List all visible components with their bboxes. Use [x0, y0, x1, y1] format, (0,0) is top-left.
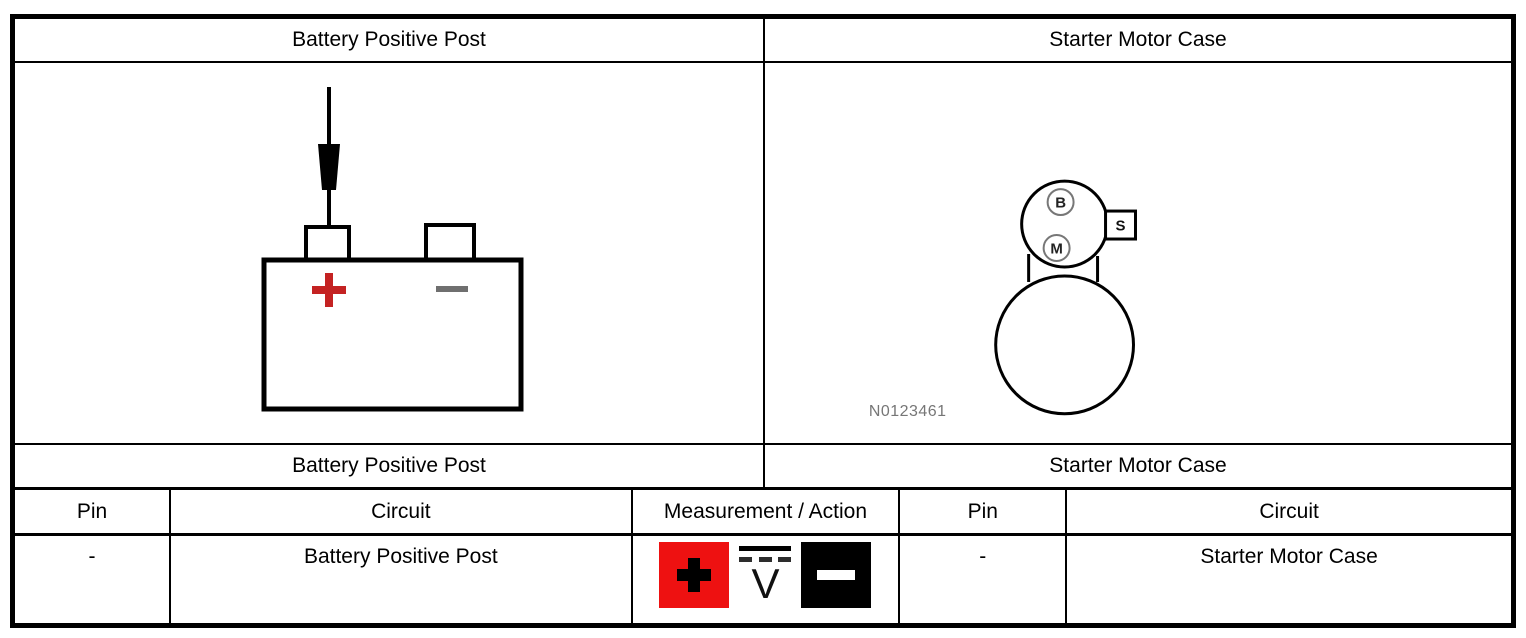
- terminal-m-circle: [1042, 234, 1071, 262]
- measurement-cell: V: [630, 536, 899, 623]
- minus-bar: [817, 570, 856, 580]
- dc-dashed-bar: [739, 557, 792, 562]
- table-header-row: Pin Circuit Measurement / Action Pin Cir…: [15, 490, 1511, 536]
- header-pin-left: Pin: [76, 499, 108, 523]
- battery-diagram-panel: [15, 63, 763, 443]
- header-measurement-action: Measurement / Action: [630, 490, 899, 533]
- battery-plus-symbol: [311, 273, 346, 307]
- top-header-row: Battery Positive Post Starter Motor Case: [15, 19, 1511, 63]
- battery-diagram: [261, 87, 523, 412]
- right-caption-cell: Starter Motor Case: [763, 445, 1511, 487]
- dc-solid-bar: [739, 546, 792, 551]
- left-panel-caption: Battery Positive Post: [292, 454, 486, 477]
- pin-left-value: -: [88, 545, 96, 568]
- measurement-icon-group: V: [659, 542, 872, 608]
- header-circuit-right: Circuit: [1065, 490, 1511, 533]
- left-caption-cell: Battery Positive Post: [15, 445, 763, 487]
- table-data-row: - Battery Positive Post: [15, 536, 1511, 623]
- figure-id: N0123461: [869, 403, 947, 420]
- right-panel-header-cell: Starter Motor Case: [763, 19, 1511, 61]
- test-probe-icon: [317, 144, 340, 190]
- battery-icon: [261, 257, 523, 412]
- starter-diagram-panel: S B M N0123461: [763, 63, 1511, 443]
- pin-right-value: -: [898, 536, 1065, 623]
- left-panel-header: Battery Positive Post: [292, 28, 486, 51]
- voltmeter-letter: V: [751, 560, 780, 607]
- right-panel-caption: Starter Motor Case: [1049, 454, 1227, 477]
- terminal-s-tab: [1104, 209, 1138, 241]
- terminal-s-label: S: [1116, 218, 1126, 235]
- terminal-b-circle: [1046, 188, 1075, 217]
- dc-voltmeter-icon: V: [737, 542, 793, 608]
- plus-vertical-bar: [688, 558, 701, 592]
- left-panel-header-cell: Battery Positive Post: [15, 19, 763, 61]
- circuit-left-value: Battery Positive Post: [169, 536, 631, 623]
- circuit-right-value: Starter Motor Case: [1065, 536, 1511, 623]
- caption-row: Battery Positive Post Starter Motor Case: [15, 443, 1511, 490]
- starter-motor-diagram: S B M N0123461: [869, 179, 1138, 420]
- battery-negative-terminal: [423, 223, 476, 262]
- terminal-b-label: B: [1055, 195, 1066, 212]
- diagram-row: S B M N0123461: [15, 63, 1511, 443]
- negative-probe-icon: [801, 542, 872, 608]
- header-pin-right: Pin: [898, 490, 1065, 533]
- right-panel-header: Starter Motor Case: [1049, 28, 1227, 51]
- battery-minus-symbol: [435, 286, 468, 292]
- starter-motor-case-icon: [994, 274, 1136, 416]
- positive-probe-icon: [659, 542, 730, 608]
- terminal-m-label: M: [1050, 241, 1062, 258]
- figure-frame: Battery Positive Post Starter Motor Case: [10, 14, 1516, 628]
- header-circuit-left: Circuit: [169, 490, 631, 533]
- battery-positive-terminal: [303, 225, 351, 262]
